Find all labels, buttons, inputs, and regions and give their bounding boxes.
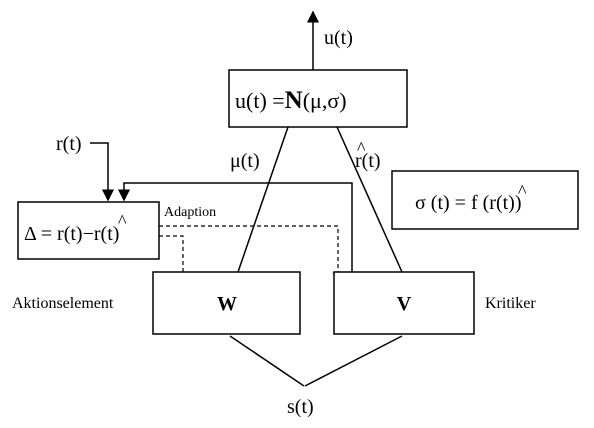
actor-label: Aktionselement — [12, 295, 114, 312]
policy-equation: u(t) =N(μ,σ) — [235, 87, 347, 114]
sigma-equation: σ (t) = f (r(t)) — [415, 192, 521, 214]
output-label: u(t) — [324, 27, 353, 49]
critic-box-label: V — [397, 293, 412, 315]
state-to-critic-line — [304, 335, 403, 387]
sigma-hat: ^ — [518, 181, 527, 201]
adaption-label: Adaption — [164, 205, 216, 220]
critic-box — [333, 271, 475, 335]
mu-label: μ(t) — [230, 150, 260, 172]
critic-policy-line — [336, 126, 403, 273]
critic-output-hat: ^ — [357, 138, 366, 158]
sigma-box — [391, 170, 579, 230]
adaption-to-critic — [159, 225, 338, 282]
delta-box — [17, 201, 160, 260]
delta-hat: ^ — [118, 211, 127, 231]
critic-output-label: r(t) — [355, 150, 381, 172]
adaption-to-actor — [159, 235, 183, 282]
actor-box-label: W — [217, 293, 237, 315]
critic-feedback-arrow — [118, 182, 353, 272]
state-label: s(t) — [287, 396, 314, 418]
reward-arrow — [90, 142, 114, 202]
actor-box — [152, 271, 301, 335]
policy-box — [228, 69, 408, 128]
reward-label: r(t) — [56, 133, 82, 155]
mu-line — [237, 126, 289, 273]
delta-equation: Δ = r(t)−r(t) — [24, 223, 119, 245]
state-to-actor-line — [229, 335, 305, 387]
critic-label: Kritiker — [485, 295, 536, 312]
